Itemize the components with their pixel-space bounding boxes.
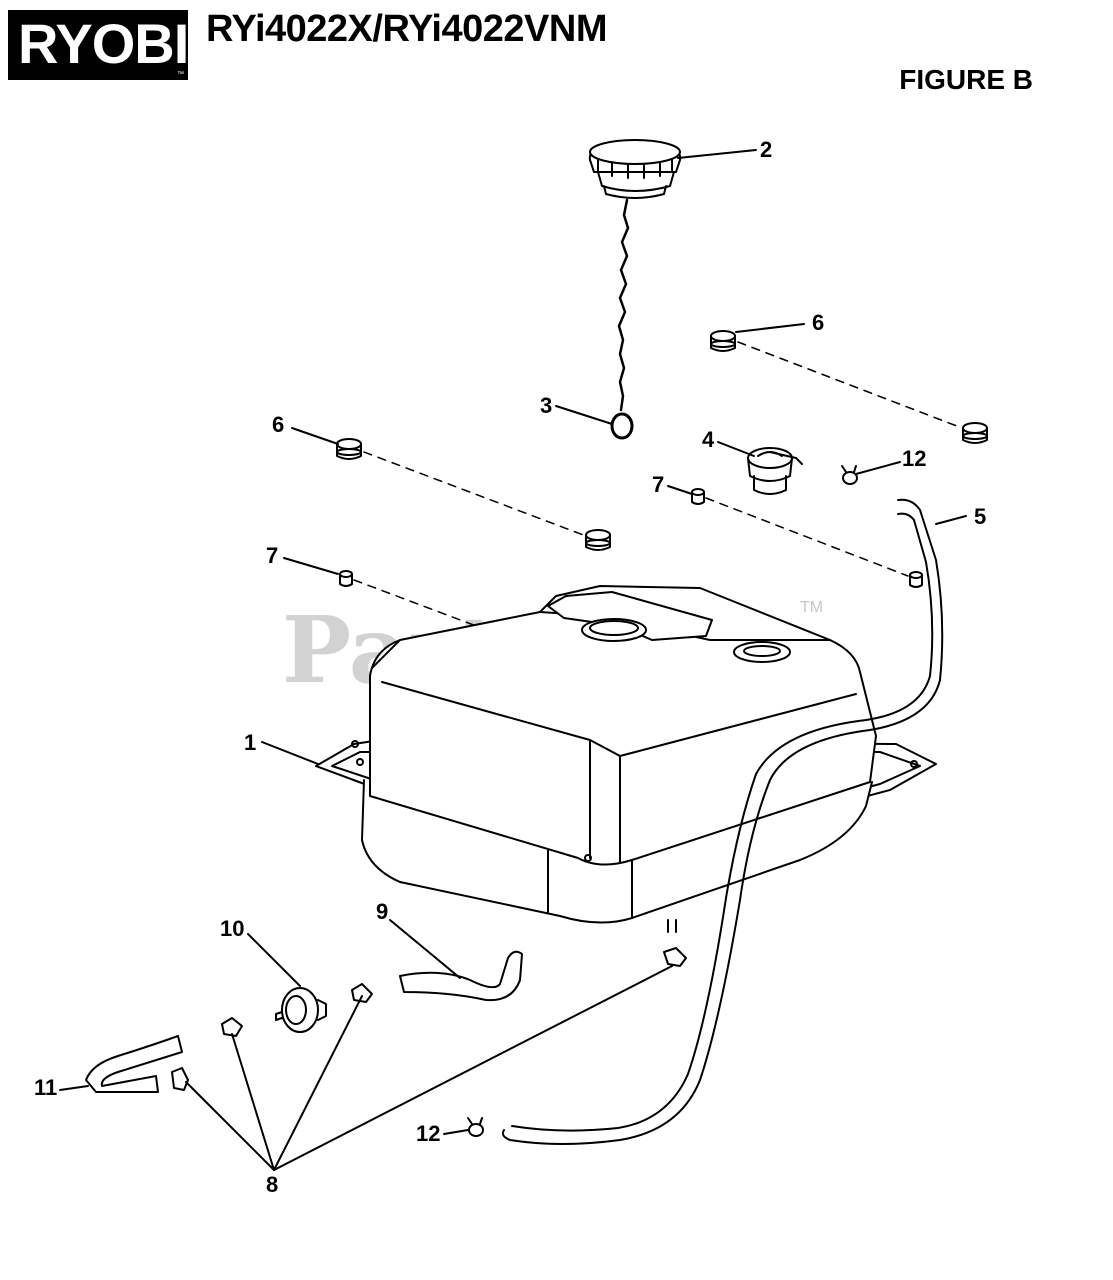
cap-chain xyxy=(617,198,630,412)
callout-6: 6 xyxy=(272,412,284,437)
callout-1: 1 xyxy=(244,730,256,755)
callout-12: 12 xyxy=(416,1121,440,1146)
bushing-part xyxy=(339,570,353,587)
callout-2: 2 xyxy=(760,137,772,162)
fuel-hose-part xyxy=(399,950,523,1002)
vent-valve-part xyxy=(747,447,803,495)
o-ring-part xyxy=(610,412,634,440)
model-title: RYi4022X/RYi4022VNM xyxy=(206,8,607,50)
fuel-filter-part xyxy=(275,987,327,1033)
fuel-cap-part xyxy=(588,139,682,199)
watermark-tm: TM xyxy=(800,599,823,616)
callout-5: 5 xyxy=(974,504,986,529)
grommet-part xyxy=(710,330,736,352)
callout-11: 11 xyxy=(34,1075,57,1100)
callout-6: 6 xyxy=(812,310,824,335)
callout-8: 8 xyxy=(266,1172,278,1197)
figure-label: FIGURE B xyxy=(899,64,1033,95)
callout-7: 7 xyxy=(266,543,278,568)
fuel-tank-part xyxy=(315,585,937,933)
clamp-part xyxy=(171,1067,189,1091)
hose-clamp-part xyxy=(841,465,858,485)
callout-10: 10 xyxy=(220,916,244,941)
bushing-part xyxy=(691,488,705,505)
callout-3: 3 xyxy=(540,393,552,418)
clamp-part xyxy=(221,1017,243,1037)
vent-hose-part xyxy=(501,498,944,1145)
grommet-part xyxy=(585,529,611,551)
bushing-part xyxy=(909,571,923,588)
fuel-line-part xyxy=(85,1035,183,1093)
callout-4: 4 xyxy=(702,427,715,452)
callout-9: 9 xyxy=(376,899,388,924)
grommet-part xyxy=(336,438,362,460)
ryobi-logo: RYOBI ™ xyxy=(8,10,189,80)
callout-12: 12 xyxy=(902,446,926,471)
clamp-part xyxy=(663,947,687,967)
brand-name: RYOBI xyxy=(18,12,189,75)
hose-clamp-part xyxy=(467,1117,484,1137)
clamp-part xyxy=(351,983,373,1003)
callout-7: 7 xyxy=(652,472,664,497)
assembly-dashed-lines xyxy=(353,341,963,669)
leader-lines xyxy=(59,149,967,1171)
grommet-part xyxy=(962,422,988,444)
